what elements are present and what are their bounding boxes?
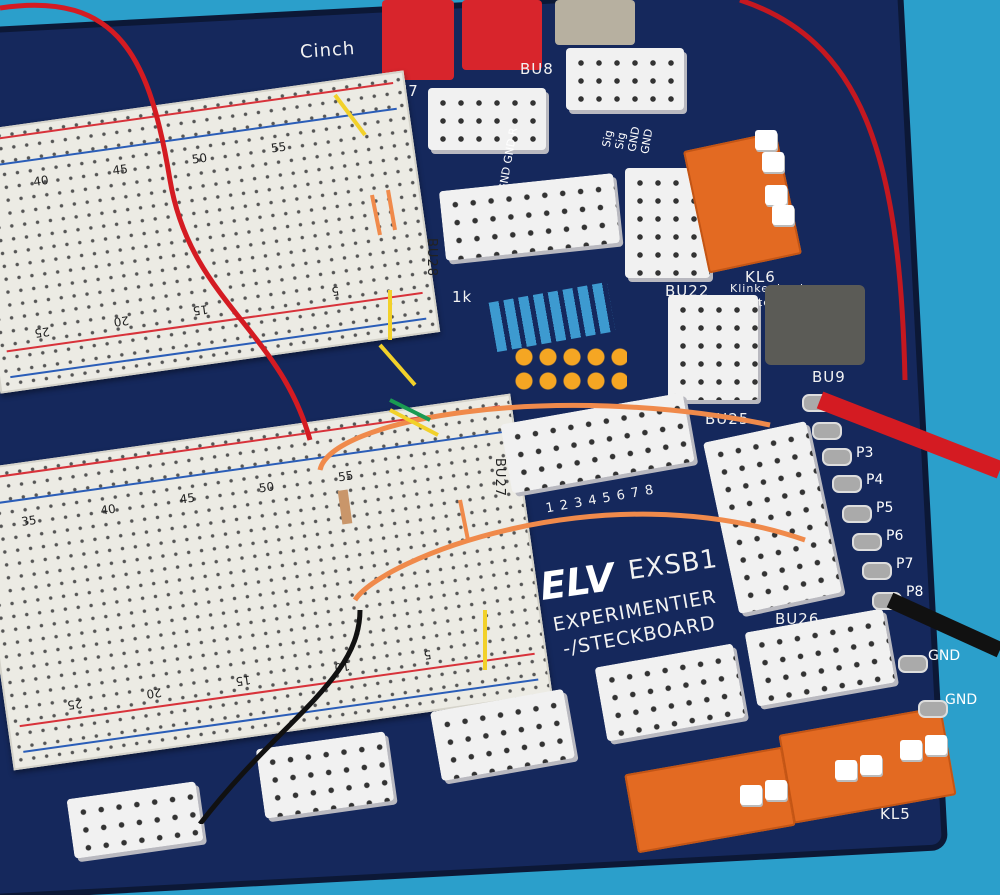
jumper-wire[interactable]	[378, 343, 417, 387]
terminal-lever[interactable]	[900, 740, 922, 760]
wires-layer	[0, 0, 1000, 824]
pin-label-p8: P8	[906, 584, 924, 600]
orange-wire-2[interactable]	[352, 511, 806, 602]
headphone-jack[interactable]	[765, 285, 865, 365]
test-pin-gnd-2[interactable]	[918, 700, 948, 718]
socket-bu22[interactable]	[625, 168, 710, 278]
test-pin[interactable]	[812, 422, 842, 440]
black-probe[interactable]	[886, 592, 1000, 658]
jumper-wire[interactable]	[458, 499, 470, 541]
jumper-wire[interactable]	[386, 189, 397, 231]
socket-bu25[interactable]	[668, 295, 758, 400]
led-array	[512, 345, 627, 393]
jumper-wire[interactable]	[333, 93, 367, 137]
kl6-label: KL6	[745, 268, 776, 286]
terminal-lever[interactable]	[835, 760, 857, 780]
jumper-wire[interactable]	[389, 398, 431, 422]
pin-label-gnd-2: GND	[945, 692, 978, 708]
kl5-label: KL5	[880, 805, 911, 823]
test-pin-p5[interactable]	[842, 505, 872, 523]
red-wire[interactable]	[0, 2, 313, 441]
test-pin-p4[interactable]	[832, 475, 862, 493]
pin-label-gnd: GND	[928, 648, 961, 664]
pin-label-p3: P3	[856, 445, 874, 461]
resistor-label: 1k	[452, 288, 473, 306]
black-wire[interactable]	[198, 609, 363, 824]
orange-wire-1[interactable]	[317, 402, 771, 471]
test-pin-gnd[interactable]	[898, 655, 928, 673]
jumper-wire[interactable]	[370, 194, 382, 236]
terminal-lever[interactable]	[762, 152, 784, 172]
cinch-socket-left[interactable]	[382, 0, 454, 80]
terminal-lever[interactable]	[765, 780, 787, 800]
terminal-lever[interactable]	[772, 205, 794, 225]
terminal-lever[interactable]	[925, 735, 947, 755]
red-mat-cable	[739, 0, 908, 381]
bu9-label: BU9	[812, 368, 846, 386]
cinch-socket-right[interactable]	[462, 0, 542, 70]
rca-metal-jack	[555, 0, 635, 45]
terminal-lever[interactable]	[860, 755, 882, 775]
resistor[interactable]	[337, 489, 353, 525]
jumper-wire[interactable]	[389, 408, 439, 437]
terminal-lever[interactable]	[755, 130, 777, 150]
terminal-lever[interactable]	[765, 185, 787, 205]
pin-label-p5: P5	[876, 500, 894, 516]
pin-label-p4: P4	[866, 472, 884, 488]
terminal-lever[interactable]	[740, 785, 762, 805]
bu8-label: BU8	[520, 60, 554, 78]
red-probe[interactable]	[816, 391, 1000, 479]
test-pin-p7[interactable]	[862, 562, 892, 580]
audio-socket-bu7[interactable]	[428, 88, 546, 150]
test-pin-p3[interactable]	[822, 448, 852, 466]
test-pin-p6[interactable]	[852, 533, 882, 551]
pin-label-p6: P6	[886, 528, 904, 544]
pin-label-p7: P7	[896, 556, 914, 572]
signal-socket-bu8[interactable]	[566, 48, 684, 110]
